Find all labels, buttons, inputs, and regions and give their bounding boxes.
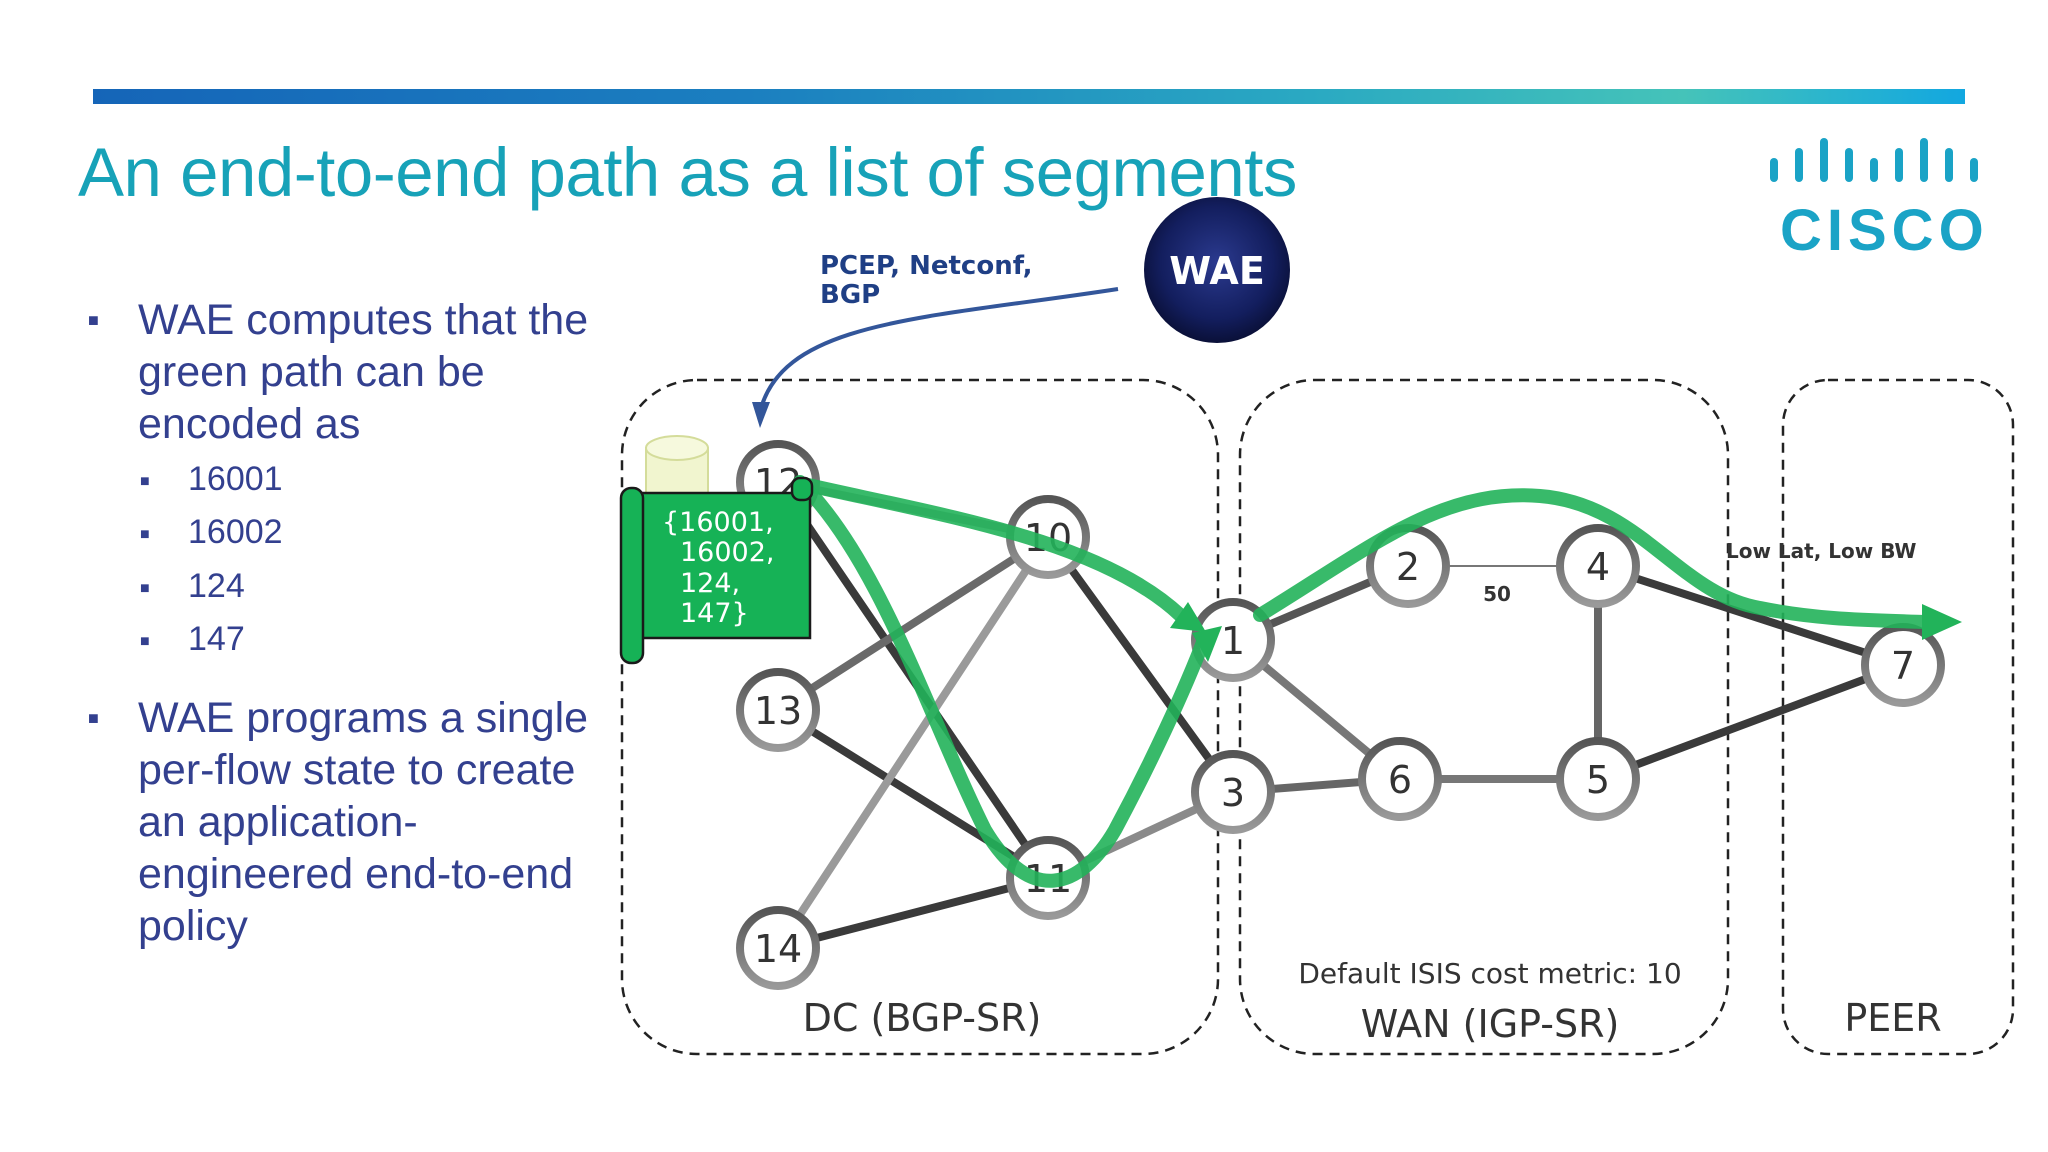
node-4-label: 4 — [1586, 545, 1610, 589]
node-14 — [736, 906, 820, 990]
node-3 — [1191, 750, 1275, 834]
cisco-wordmark: CISCO — [1780, 198, 1989, 263]
bullet-marker: ■ — [88, 310, 99, 330]
sub-bullet-marker: ■ — [140, 473, 150, 490]
wan-domain-label: WAN (IGP-SR) — [1361, 1002, 1620, 1046]
node-5 — [1556, 737, 1640, 821]
node-13 — [736, 668, 820, 752]
peer-domain-box — [1781, 378, 2015, 1056]
link-4-7 — [1594, 562, 1907, 669]
node-6-label: 6 — [1388, 758, 1412, 802]
green-path-upper — [801, 478, 1187, 622]
green-arrowhead-icon — [1192, 626, 1222, 662]
node-3-label: 3 — [1221, 771, 1245, 815]
segment-line-1: {16001, — [662, 507, 774, 538]
sub-bullet-4: 147 — [188, 620, 245, 658]
green-path-wan — [1253, 488, 1932, 629]
sub-bullet-2: 16002 — [188, 513, 283, 551]
segment-line-3: 124, — [680, 568, 740, 599]
green-arrowhead-icon — [1922, 604, 1962, 640]
segment-line-4: 147} — [680, 598, 749, 629]
node-6 — [1358, 737, 1442, 821]
link-5-7 — [1594, 661, 1907, 783]
link-14-11 — [774, 874, 1052, 952]
slide-title: An end-to-end path as a list of segments — [78, 134, 1297, 211]
peer-link-label: Low Lat, Low BW — [1726, 539, 1916, 563]
sub-bullet-marker: ■ — [140, 580, 150, 597]
green-arrowhead-icon — [1170, 602, 1206, 632]
green-path — [793, 475, 1212, 888]
node-5-label: 5 — [1586, 758, 1610, 802]
protocols-label-line1: PCEP, Netconf, — [820, 251, 1032, 281]
sub-bullet-marker: ■ — [140, 633, 150, 650]
node-13-label: 13 — [754, 689, 802, 733]
segment-list-scroll: {16001, 16002, 124, 147} — [619, 476, 814, 665]
node-1-label: 1 — [1221, 619, 1245, 663]
bullet-marker: ■ — [88, 708, 99, 728]
cisco-bars-icon — [1770, 138, 1978, 182]
metric-note: Default ISIS cost metric: 10 — [1298, 957, 1681, 990]
sub-bullet-1: 16001 — [188, 460, 283, 498]
protocols-label-line2: BGP — [820, 280, 880, 310]
wae-controller — [1144, 197, 1290, 343]
header-gradient-bar — [93, 89, 1965, 104]
node-7-label: 7 — [1891, 644, 1915, 688]
peer-domain-label: PEER — [1844, 996, 1941, 1040]
wae-label: WAE — [1169, 249, 1265, 293]
link-10-3 — [1044, 533, 1237, 796]
sub-bullet-3: 124 — [188, 567, 245, 605]
link-13-10 — [774, 533, 1052, 714]
dc-domain-box — [620, 378, 1220, 1056]
bullet-2-text: WAE programs a single per-flow state to … — [138, 694, 589, 950]
dc-domain-label: DC (BGP-SR) — [803, 996, 1042, 1040]
wan-domain-box — [1238, 378, 1730, 1056]
link-metric-label: 50 — [1483, 582, 1511, 606]
bullet-1-text: WAE computes that the green path can be … — [138, 296, 589, 448]
wae-control-arrow — [760, 287, 1119, 406]
node-14-label: 14 — [754, 927, 802, 971]
sub-bullet-marker: ■ — [140, 526, 150, 543]
node-1 — [1191, 598, 1275, 682]
nodes — [736, 440, 1945, 990]
node-2-label: 2 — [1396, 545, 1420, 589]
segment-line-2: 16002, — [680, 537, 774, 568]
link-14-10 — [774, 533, 1052, 952]
node-4 — [1556, 524, 1640, 608]
arrowhead-icon — [752, 402, 770, 428]
